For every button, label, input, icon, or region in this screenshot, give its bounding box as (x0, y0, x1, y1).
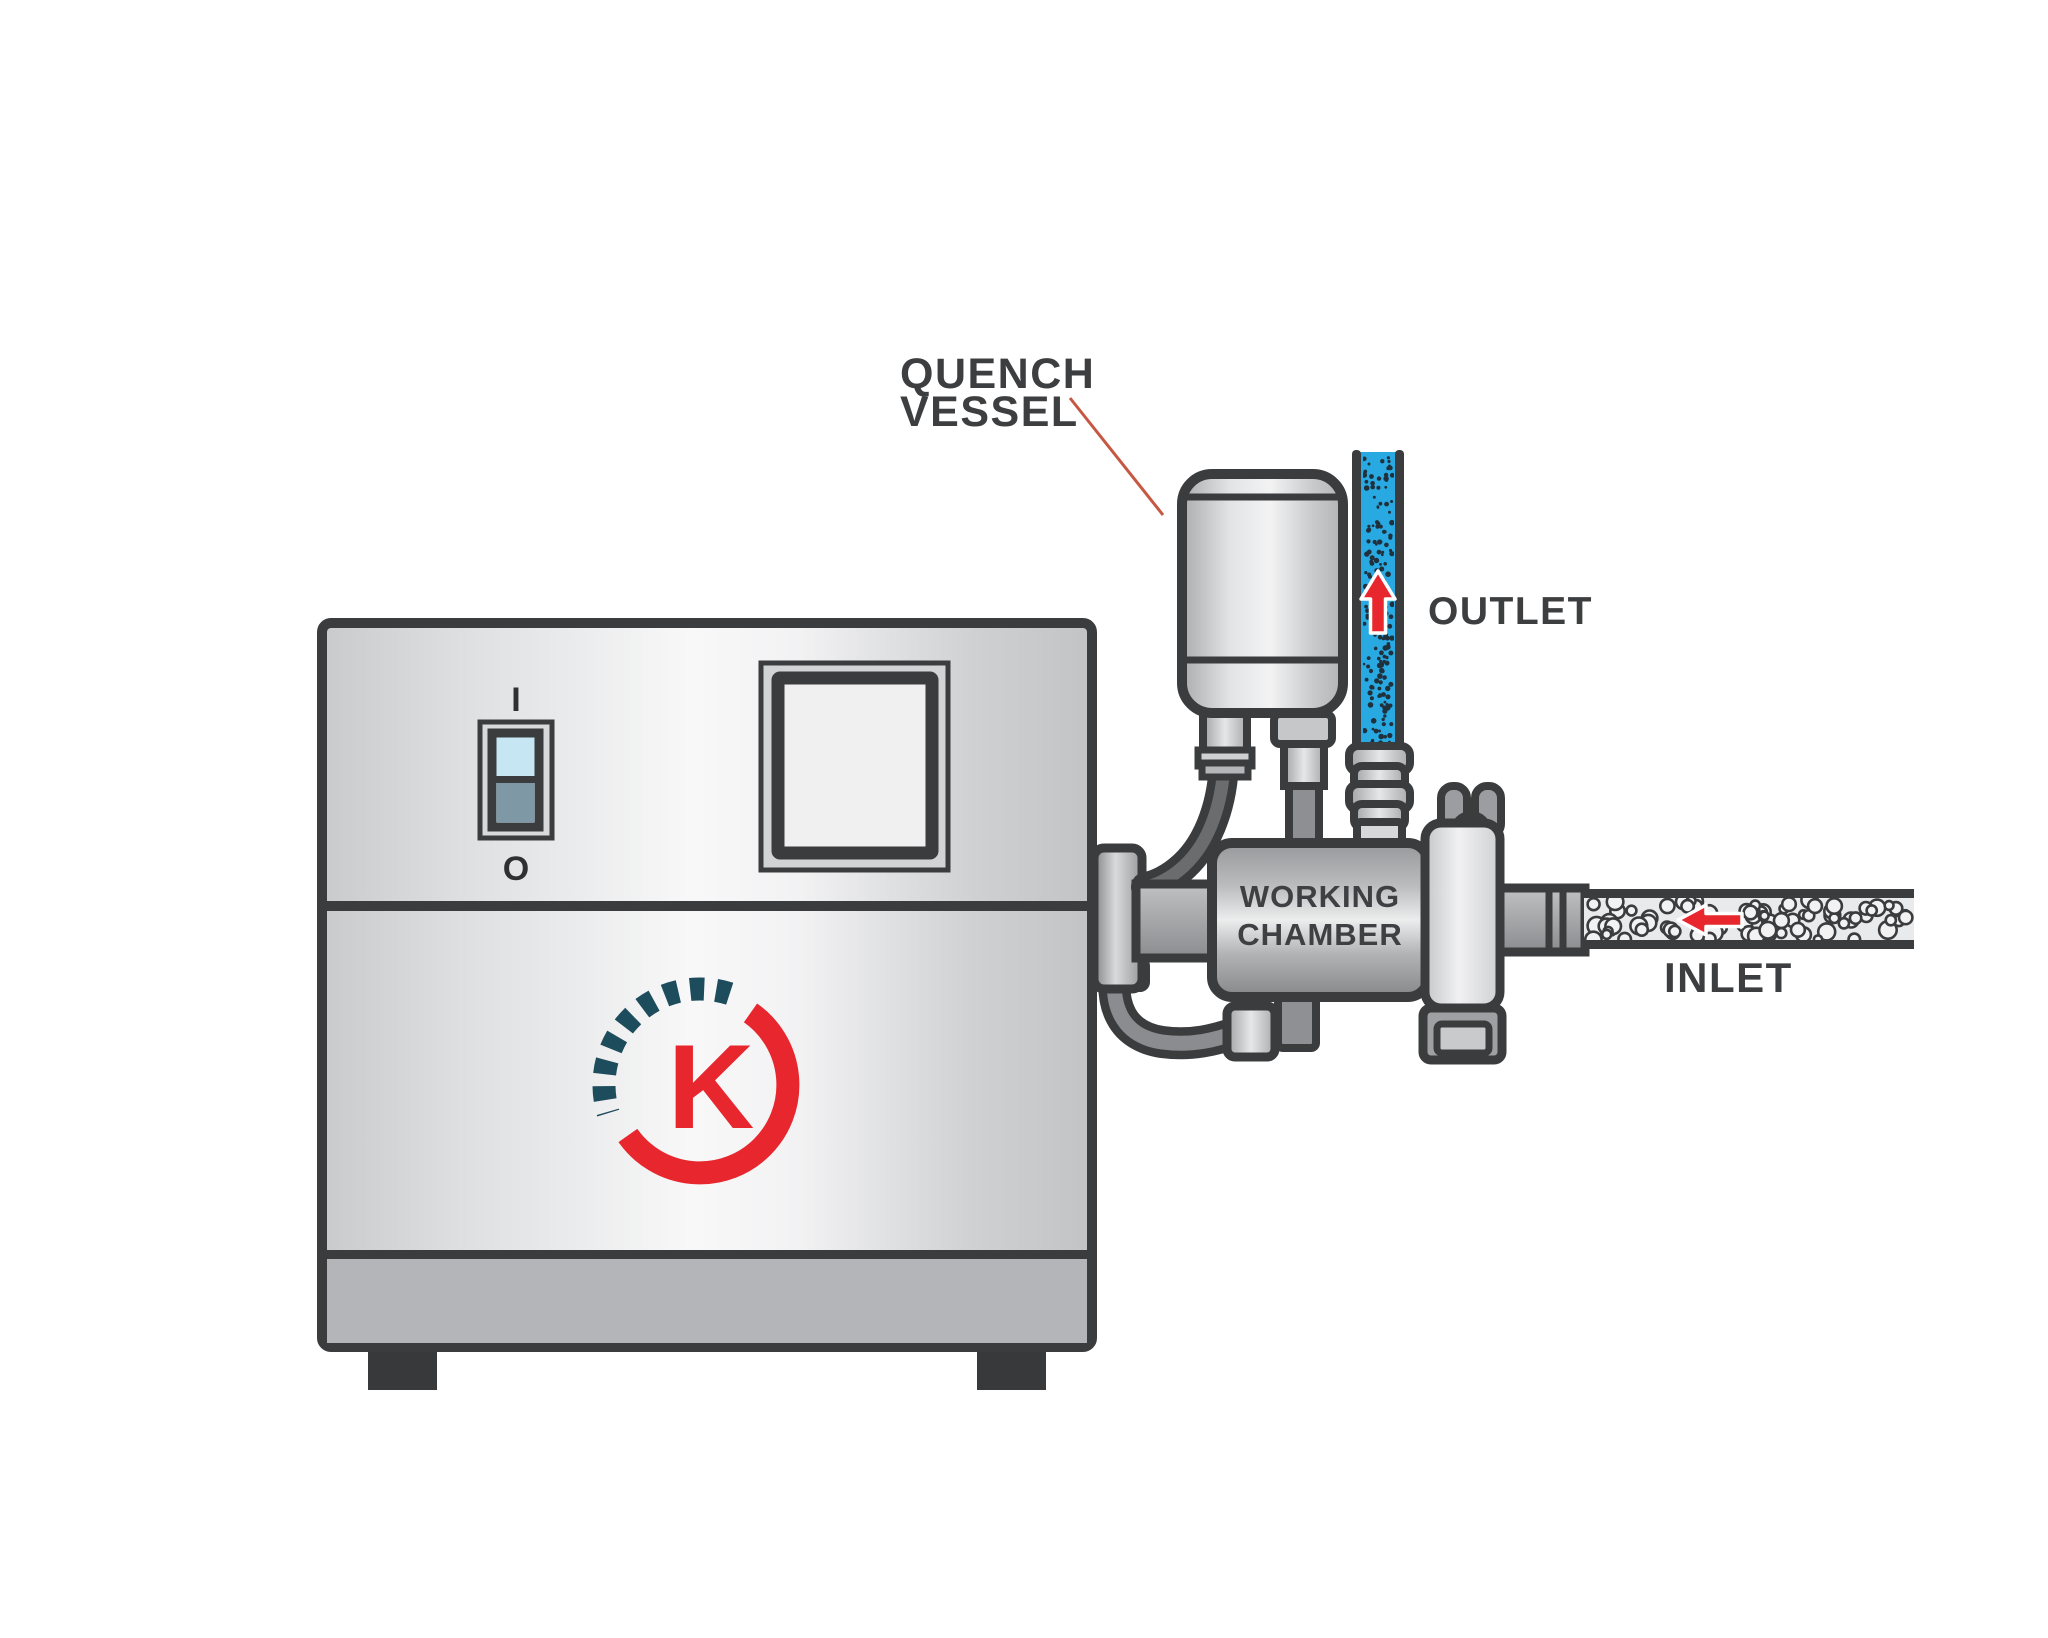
power-switch: I O (477, 681, 555, 888)
quench-vessel (1177, 469, 1348, 718)
logo-letter: K (668, 1020, 755, 1154)
machine-foot-right (977, 1348, 1046, 1390)
power-switch-rocker-divider (492, 776, 539, 783)
drain-hose (1106, 954, 1246, 1051)
machine-cabinet: I O K (317, 618, 1097, 1390)
quench-vessel-leader-line (1068, 397, 1165, 516)
under-chamber-fitting (1222, 1001, 1280, 1062)
quench-vessel-label-line1: QUENCH (900, 350, 1095, 398)
machine-panel-divider-lower (327, 1250, 1087, 1259)
outlet-pipe-wall-right (1395, 450, 1404, 750)
vessel-middle-fitting-stem (1285, 778, 1323, 850)
logo-red-arc (618, 1003, 800, 1185)
inlet-pipe (1582, 889, 1914, 949)
quench-vessel-label-line2: VESSEL (900, 388, 1079, 436)
chamber-connector-tube (1131, 879, 1223, 963)
brand-logo: K (592, 977, 800, 1185)
up-arrow-icon (1359, 569, 1397, 635)
inlet-label: INLET (1664, 954, 1793, 1001)
labels: QUENCH VESSEL OUTLET INLET (900, 350, 1793, 1001)
inlet-connector-body (1491, 883, 1590, 957)
outlet-pipe-wall-left (1352, 450, 1361, 750)
under-chamber-tab (1274, 993, 1320, 1052)
vessel-middle-fitting-collar (1270, 710, 1336, 748)
machine-base-strip (327, 1258, 1087, 1343)
display-window (758, 660, 951, 873)
inlet-connector (1491, 883, 1590, 957)
vessel-left-fitting-ring2 (1198, 759, 1252, 781)
vessel-middle-fitting (1270, 710, 1336, 850)
quench-vessel-body (1177, 469, 1348, 718)
outlet-pipe (1352, 450, 1404, 750)
machine-panel-divider-upper (327, 901, 1087, 911)
inlet-pipe-wall-bottom (1582, 940, 1914, 949)
vessel-left-fitting (1194, 708, 1256, 781)
outlet-barb-fitting (1345, 742, 1414, 852)
machine-foot-left (368, 1348, 437, 1390)
working-chamber-label-line1: WORKING (1240, 879, 1400, 914)
chamber-end-block (1420, 818, 1505, 1013)
left-arrow-icon (1676, 903, 1744, 937)
inlet-pipe-wall-top (1582, 889, 1914, 898)
machine-body (317, 618, 1097, 1352)
working-chamber-label-line2: CHAMBER (1237, 917, 1402, 952)
chamber-assembly: WORKING CHAMBER (1089, 450, 1914, 1065)
chamber-bottom-block (1418, 1003, 1507, 1065)
bottom-block-plate (1433, 1020, 1493, 1057)
power-on-marker: I (511, 681, 520, 719)
outlet-label: OUTLET (1428, 590, 1593, 633)
power-off-marker: O (503, 850, 529, 888)
power-switch-rocker-bottom (497, 780, 534, 822)
display-window-screen (771, 671, 939, 860)
working-chamber: WORKING CHAMBER (1207, 838, 1433, 1002)
logo-teal-dashed-arc (592, 977, 734, 1117)
